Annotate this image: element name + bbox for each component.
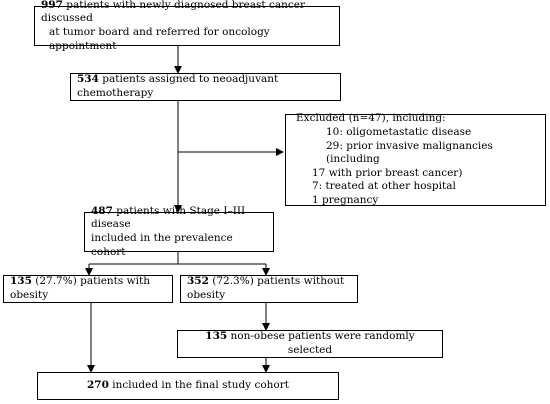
random-count: 135 [205, 330, 228, 343]
nonobese-line: 352 (72.3%) patients without obesity [187, 275, 351, 302]
final-count: 270 [87, 379, 109, 392]
box-total-patients: 997 patients with newly diagnosed breast… [34, 0, 340, 52]
box-random-selection: 135 non-obese patients were randomly sel… [177, 330, 443, 358]
box-neoadjuvant-line: 534 patients assigned to neoadjuvant che… [77, 73, 334, 100]
prevalence-line2: included in the prevalence cohort [91, 232, 233, 258]
box-excluded: Excluded (n=47), including: 10: oligomet… [285, 112, 546, 207]
obese-line: 135 (27.7%) patients with obesity [10, 275, 166, 302]
excluded-title: Excluded (n=47), including: [296, 112, 446, 125]
final-text: included in the final study cohort [108, 379, 289, 392]
box-nonobese: 352 (72.3%) patients without obesity [180, 275, 358, 303]
total-text-1: patients with newly diagnosed breast can… [41, 0, 305, 25]
final-line: 270 included in the final study cohort [87, 379, 289, 393]
excluded-item-oligometastatic: 10: oligometastatic disease [326, 125, 472, 138]
box-obese: 135 (27.7%) patients with obesity [3, 275, 173, 303]
total-count: 997 [41, 0, 63, 11]
obese-text: (27.7%) patients with obesity [10, 275, 150, 301]
excluded-item-prior-breast-cancer: 17 with prior breast cancer) [312, 166, 463, 179]
neoadjuvant-count: 534 [77, 73, 99, 86]
prevalence-text-1: patients with Stage I–III disease [91, 204, 246, 231]
excluded-item-pregnancy: 1 pregnancy [312, 194, 379, 207]
nonobese-text: (72.3%) patients without obesity [187, 275, 345, 301]
excluded-item-prior-malignancies: 29: prior invasive malignancies (includi… [326, 139, 493, 166]
box-final-cohort: 270 included in the final study cohort [37, 372, 339, 400]
prevalence-count: 487 [91, 204, 113, 217]
nonobese-count: 352 [187, 275, 209, 288]
excluded-item-other-hospital: 7: treated at other hospital [312, 180, 456, 193]
box-total-line2: at tumor board and referred for oncology… [49, 26, 270, 52]
prevalence-line1: 487 patients with Stage I–III disease [91, 205, 267, 232]
box-prevalence-cohort: 487 patients with Stage I–III disease in… [84, 205, 274, 258]
random-line: 135 non-obese patients were randomly sel… [184, 330, 436, 357]
obese-count: 135 [10, 275, 32, 288]
box-neoadjuvant: 534 patients assigned to neoadjuvant che… [70, 73, 341, 101]
neoadjuvant-text: patients assigned to neoadjuvant chemoth… [77, 73, 279, 99]
box-total-line1: 997 patients with newly diagnosed breast… [41, 0, 333, 26]
random-text: non-obese patients were randomly selecte… [227, 330, 415, 356]
